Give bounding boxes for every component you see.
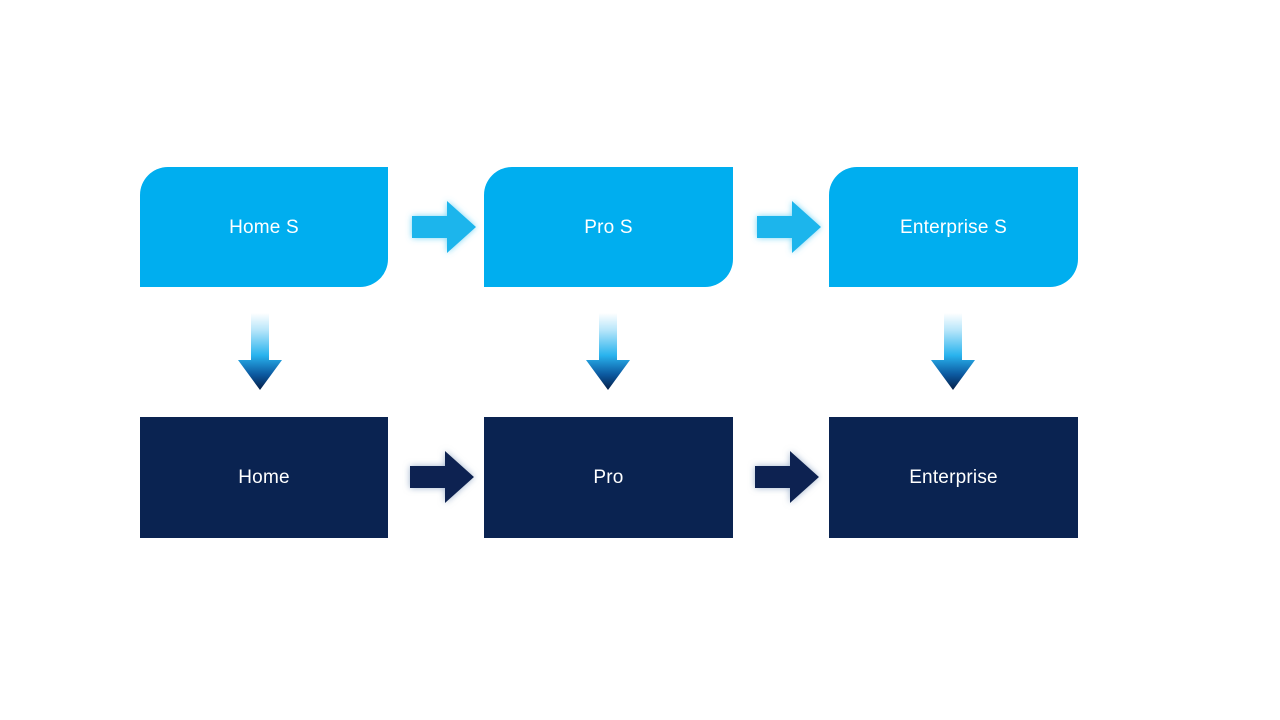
node-enterprise[interactable]: Enterprise xyxy=(829,417,1078,538)
node-label: Home xyxy=(238,467,290,488)
node-label: Enterprise xyxy=(909,467,998,488)
node-label: Enterprise S xyxy=(900,216,1007,238)
arrow-right-icon xyxy=(753,447,821,507)
node-pro[interactable]: Pro xyxy=(484,417,733,538)
arrow-down-icon xyxy=(930,313,976,391)
node-home[interactable]: Home xyxy=(140,417,388,538)
arrow-right-icon xyxy=(755,197,823,257)
node-home-s[interactable]: Home S xyxy=(140,167,388,287)
arrow-down-icon xyxy=(585,313,631,391)
arrow-right-icon xyxy=(408,447,476,507)
node-label: Pro S xyxy=(584,216,633,238)
arrow-right-icon xyxy=(410,197,478,257)
node-label: Pro xyxy=(593,467,624,488)
node-pro-s[interactable]: Pro S xyxy=(484,167,733,287)
node-enterprise-s[interactable]: Enterprise S xyxy=(829,167,1078,287)
arrow-down-icon xyxy=(237,313,283,391)
node-label: Home S xyxy=(229,216,299,238)
